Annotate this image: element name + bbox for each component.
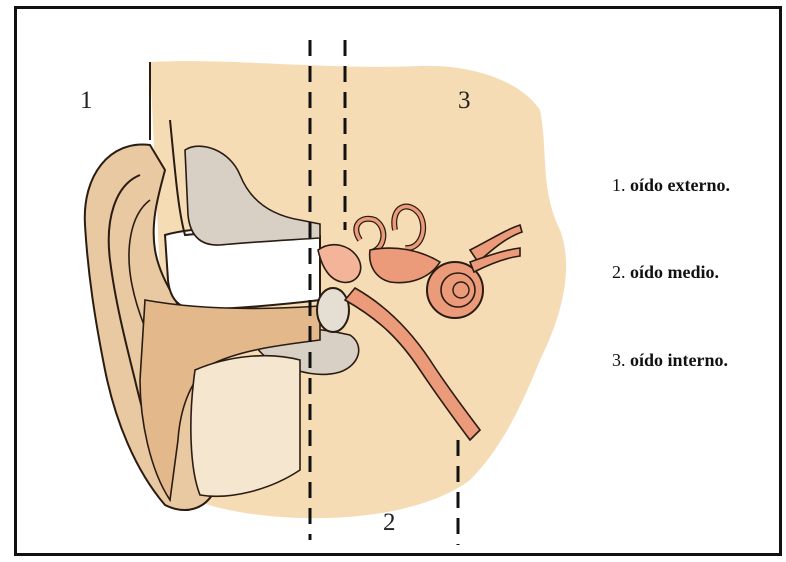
legend-number: 3.	[612, 350, 626, 370]
legend-item-3: 3. oído interno.	[612, 350, 728, 371]
legend-text: oído interno.	[630, 350, 728, 370]
legend-number: 1.	[612, 175, 626, 195]
legend-number: 2.	[612, 262, 626, 282]
region-label-3: 3	[458, 88, 471, 113]
legend-item-1: 1. oído externo.	[612, 175, 730, 196]
region-label-1: 1	[80, 88, 93, 113]
legend-item-2: 2. oído medio.	[612, 262, 719, 283]
eardrum	[317, 288, 349, 332]
legend-text: oído externo.	[630, 175, 730, 195]
region-label-2: 2	[383, 510, 396, 535]
mastoid-region	[191, 356, 300, 497]
legend-text: oído medio.	[630, 262, 719, 282]
